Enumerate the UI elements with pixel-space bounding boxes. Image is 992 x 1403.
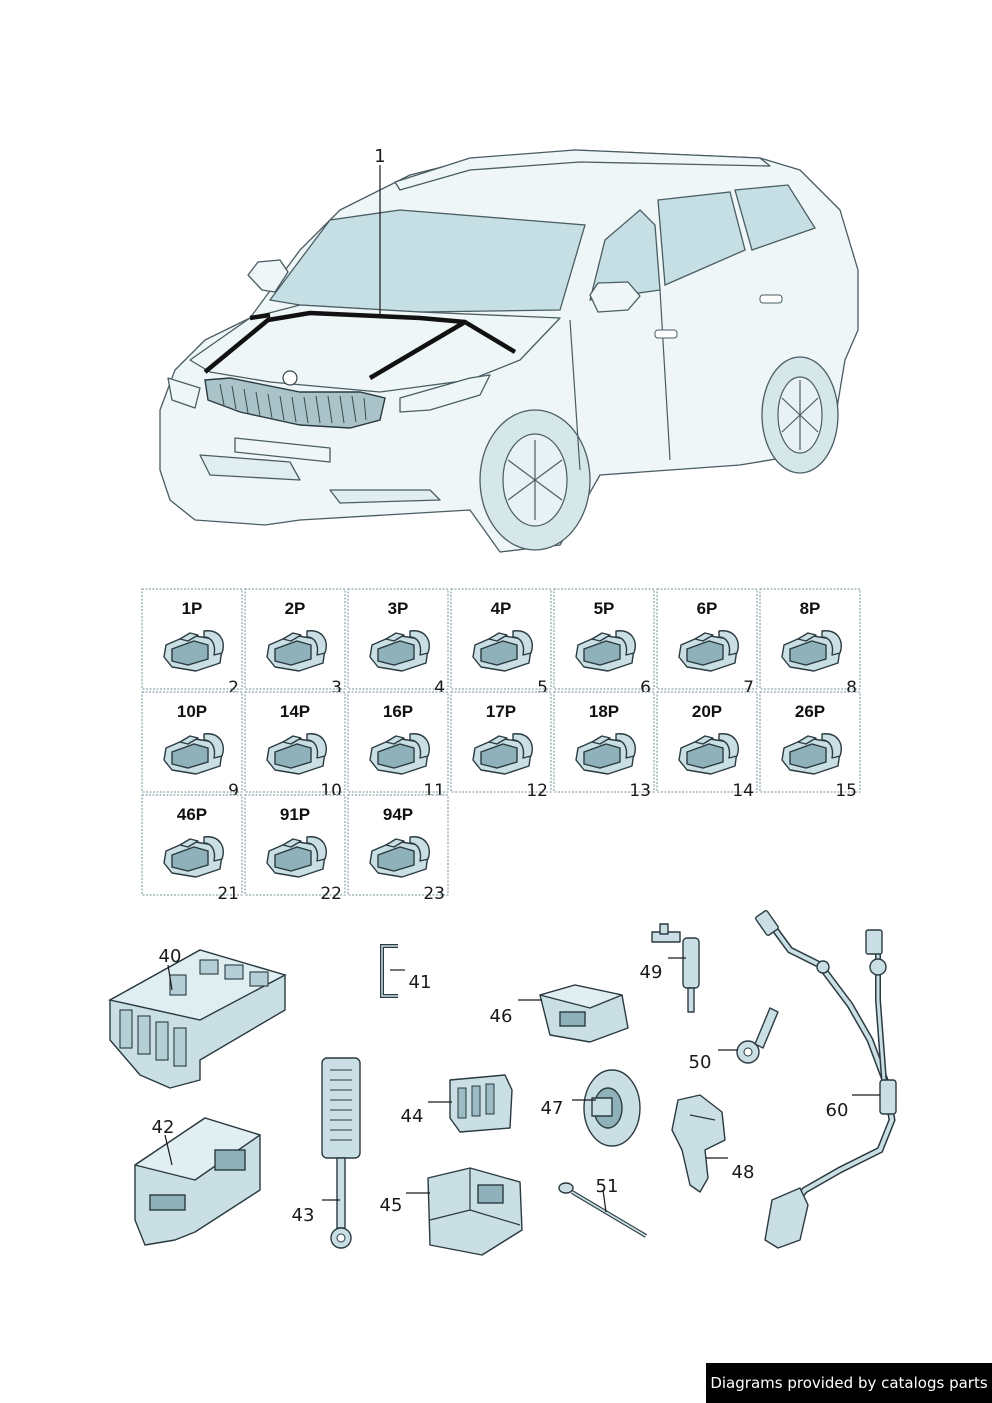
connector-icon xyxy=(781,733,842,775)
connector-pin-label: 94P xyxy=(383,805,413,824)
connector-icon xyxy=(575,733,636,775)
connector-pin-label: 17P xyxy=(486,702,516,721)
part-40-relay-carrier: 40 xyxy=(108,946,287,1089)
part-46-connector-housing: 46 xyxy=(490,984,629,1043)
part-44-relay-holder: 44 xyxy=(401,1074,513,1133)
connector-callout-number: 8 xyxy=(846,678,857,698)
connector-cell-46P: 46P 21 xyxy=(141,794,243,904)
part-60-harness: 60 xyxy=(755,910,897,1249)
callout-1: 1 xyxy=(374,146,385,167)
connector-pin-label: 20P xyxy=(692,702,722,721)
connector-callout-number: 15 xyxy=(835,781,857,801)
connector-pin-label: 14P xyxy=(280,702,310,721)
connector-pin-label: 91P xyxy=(280,805,310,824)
connector-cell-18P: 18P 13 xyxy=(553,691,655,801)
connector-icon xyxy=(266,630,327,672)
connector-pin-label: 26P xyxy=(795,702,825,721)
connector-icon xyxy=(266,733,327,775)
connector-icon xyxy=(369,733,430,775)
callout-46: 46 xyxy=(490,1006,513,1027)
connector-callout-number: 9 xyxy=(228,781,239,801)
callout-48: 48 xyxy=(732,1162,755,1183)
connector-pin-label: 18P xyxy=(589,702,619,721)
connector-icon xyxy=(472,630,533,672)
callout-45: 45 xyxy=(380,1195,403,1216)
connector-cell-2P: 2P 3 xyxy=(244,588,346,698)
connector-pin-label: 6P xyxy=(697,599,718,618)
callout-41: 41 xyxy=(409,972,432,993)
connector-icon xyxy=(163,630,224,672)
connector-pin-label: 8P xyxy=(800,599,821,618)
connector-cell-5P: 5P 6 xyxy=(553,588,655,698)
part-51-probe: 51 xyxy=(558,1176,648,1238)
car-illustration: 1 xyxy=(159,146,859,553)
connector-cell-17P: 17P 12 xyxy=(450,691,552,801)
connector-pin-label: 3P xyxy=(388,599,409,618)
connector-callout-number: 23 xyxy=(423,884,445,904)
callout-42: 42 xyxy=(152,1117,175,1138)
connector-cell-6P: 6P 7 xyxy=(656,588,758,698)
connector-cell-3P: 3P 4 xyxy=(347,588,449,698)
connector-icon xyxy=(678,630,739,672)
callout-50: 50 xyxy=(689,1052,712,1073)
connector-pin-label: 4P xyxy=(491,599,512,618)
connector-pin-label: 46P xyxy=(177,805,207,824)
connector-icon xyxy=(678,733,739,775)
connector-icon xyxy=(781,630,842,672)
connector-cell-26P: 26P 15 xyxy=(759,691,861,801)
connector-cell-10P: 10P 9 xyxy=(141,691,243,801)
connector-pin-label: 1P xyxy=(182,599,203,618)
connector-cell-4P: 4P 5 xyxy=(450,588,552,698)
part-43-fuse-strip: 43 xyxy=(292,1057,361,1249)
part-41-clip: 41 xyxy=(380,944,432,998)
connector-pin-label: 10P xyxy=(177,702,207,721)
connector-callout-number: 5 xyxy=(537,678,548,698)
connector-cell-20P: 20P 14 xyxy=(656,691,758,801)
connector-icon xyxy=(369,630,430,672)
callout-47: 47 xyxy=(541,1098,564,1119)
callout-49: 49 xyxy=(640,962,663,983)
part-45-relay: 45 xyxy=(380,1167,523,1256)
connector-callout-number: 4 xyxy=(434,678,445,698)
connector-callout-number: 7 xyxy=(743,678,754,698)
callout-44: 44 xyxy=(401,1106,424,1127)
connector-callout-number: 21 xyxy=(217,884,239,904)
connector-callout-number: 13 xyxy=(629,781,651,801)
part-50-ring-terminal: 50 xyxy=(689,1007,779,1073)
connector-callout-number: 2 xyxy=(228,678,239,698)
connector-icon xyxy=(163,733,224,775)
connector-pin-label: 5P xyxy=(594,599,615,618)
connector-callout-number: 3 xyxy=(331,678,342,698)
connector-icon xyxy=(575,630,636,672)
callout-43: 43 xyxy=(292,1205,315,1226)
connector-pin-label: 16P xyxy=(383,702,413,721)
callout-51: 51 xyxy=(596,1176,619,1197)
part-49-pin-bracket: 49 xyxy=(640,923,700,1013)
part-48-clamp: 48 xyxy=(671,1094,755,1193)
connector-callout-number: 6 xyxy=(640,678,651,698)
connector-icon xyxy=(472,733,533,775)
connector-cell-91P: 91P 22 xyxy=(244,794,346,904)
callout-40: 40 xyxy=(159,946,182,967)
callout-60: 60 xyxy=(826,1100,849,1121)
connector-icon xyxy=(163,836,224,878)
connector-callout-number: 22 xyxy=(320,884,342,904)
connector-icon xyxy=(369,836,430,878)
connector-cell-1P: 1P 2 xyxy=(141,588,243,698)
footer-credit: Diagrams provided by catalogs parts xyxy=(706,1363,992,1403)
connector-icon xyxy=(266,836,327,878)
connector-callout-number: 12 xyxy=(526,781,548,801)
connector-callout-number: 14 xyxy=(732,781,754,801)
connector-cell-8P: 8P 8 xyxy=(759,588,861,698)
part-42-housing: 42 xyxy=(134,1117,261,1246)
part-47-grommet: 47 xyxy=(541,1069,641,1147)
connector-cell-94P: 94P 23 xyxy=(347,794,449,904)
connector-cell-frame xyxy=(244,691,346,793)
connector-pin-label: 2P xyxy=(285,599,306,618)
